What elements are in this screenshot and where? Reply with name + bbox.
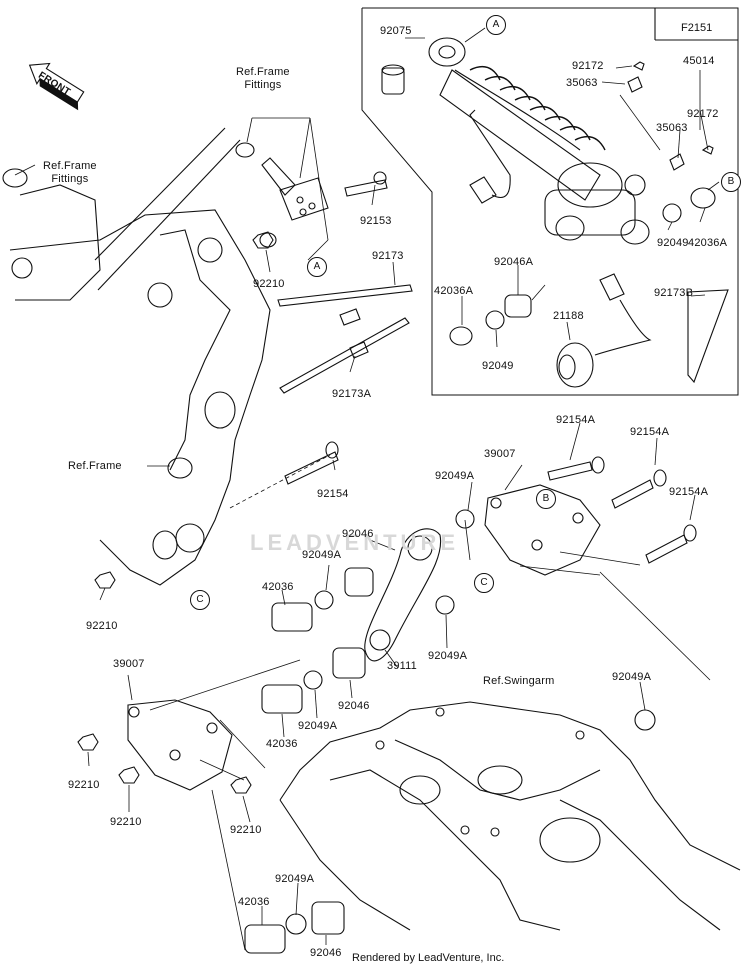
part-number: 92049A	[302, 549, 342, 561]
footer-credit: Rendered by LeadVenture, Inc.	[352, 952, 505, 964]
callout-b: B	[536, 489, 556, 509]
part-number: 92049A	[428, 650, 468, 662]
part-number: 92172	[572, 60, 604, 72]
part-number: 92210	[230, 824, 262, 836]
part-number: 92049A	[298, 720, 338, 732]
inset-small-parts-icon	[381, 61, 716, 346]
part-number: 92049	[482, 360, 514, 372]
part-number: 92154	[317, 488, 349, 500]
leader-lines	[14, 27, 720, 951]
part-number: 92075	[380, 25, 412, 37]
tie-rod-icon	[364, 528, 442, 662]
part-number: 92046A	[494, 256, 534, 268]
frame-icon	[2, 127, 271, 586]
part-number: 92173	[372, 250, 404, 262]
part-number: 92049	[657, 237, 689, 249]
callout-c: C	[190, 590, 210, 610]
bracket-upper-icon	[484, 484, 601, 576]
bolts-icon	[284, 441, 697, 564]
part-number: 92173B	[654, 287, 694, 299]
part-number: 42036	[262, 581, 294, 593]
inset-box	[361, 7, 739, 396]
part-number: 92173A	[332, 388, 372, 400]
part-number: 39007	[484, 448, 516, 460]
part-number: 92210	[253, 278, 285, 290]
callout-a: A	[307, 257, 327, 277]
part-number: 92154A	[556, 414, 596, 426]
watermark: LEADVENTURE	[250, 530, 460, 555]
part-number: 92049A	[275, 873, 315, 885]
part-number: 35063	[656, 122, 688, 134]
part-number: 35063	[566, 77, 598, 89]
callout-b: B	[721, 172, 741, 192]
front-arrow-icon	[28, 62, 85, 111]
part-number: 92210	[86, 620, 118, 632]
part-number: 21188	[553, 310, 584, 322]
part-number: 92046	[310, 947, 342, 959]
part-number: 92210	[110, 816, 142, 828]
frame-fittings-icon	[235, 142, 388, 248]
ref-frame: Ref.Frame	[68, 460, 122, 472]
cable-tie-icon	[277, 284, 413, 394]
part-number: 92172	[687, 108, 719, 120]
ref-frame-fittings-top: Ref.Frame Fittings	[236, 66, 290, 91]
part-number: 39007	[113, 658, 145, 670]
part-number: 92049A	[435, 470, 475, 482]
ref-frame-fittings-left: Ref.Frame Fittings	[43, 160, 97, 185]
swingarm-icon	[279, 701, 741, 931]
part-number: 92153	[360, 215, 392, 227]
part-number: 92154A	[630, 426, 670, 438]
nuts-icon	[77, 231, 274, 794]
diagram-code: F2151	[681, 22, 713, 34]
part-number: 92210	[68, 779, 100, 791]
part-number: 42036	[238, 896, 270, 908]
part-number: 92049A	[612, 671, 652, 683]
part-number: 92154A	[669, 486, 709, 498]
bracket-lower-icon	[127, 699, 233, 791]
part-number: 45014	[683, 55, 715, 67]
part-number: 92046	[342, 528, 374, 540]
part-number: 92046	[338, 700, 370, 712]
part-number: 42036	[266, 738, 298, 750]
part-number: 39111	[387, 660, 417, 672]
ref-swingarm: Ref.Swingarm	[483, 675, 555, 687]
callout-c: C	[474, 573, 494, 593]
rear-shock-icon	[428, 37, 729, 388]
callout-a: A	[486, 15, 506, 35]
part-number: 42036A	[688, 237, 728, 249]
part-number: 42036A	[434, 285, 474, 297]
